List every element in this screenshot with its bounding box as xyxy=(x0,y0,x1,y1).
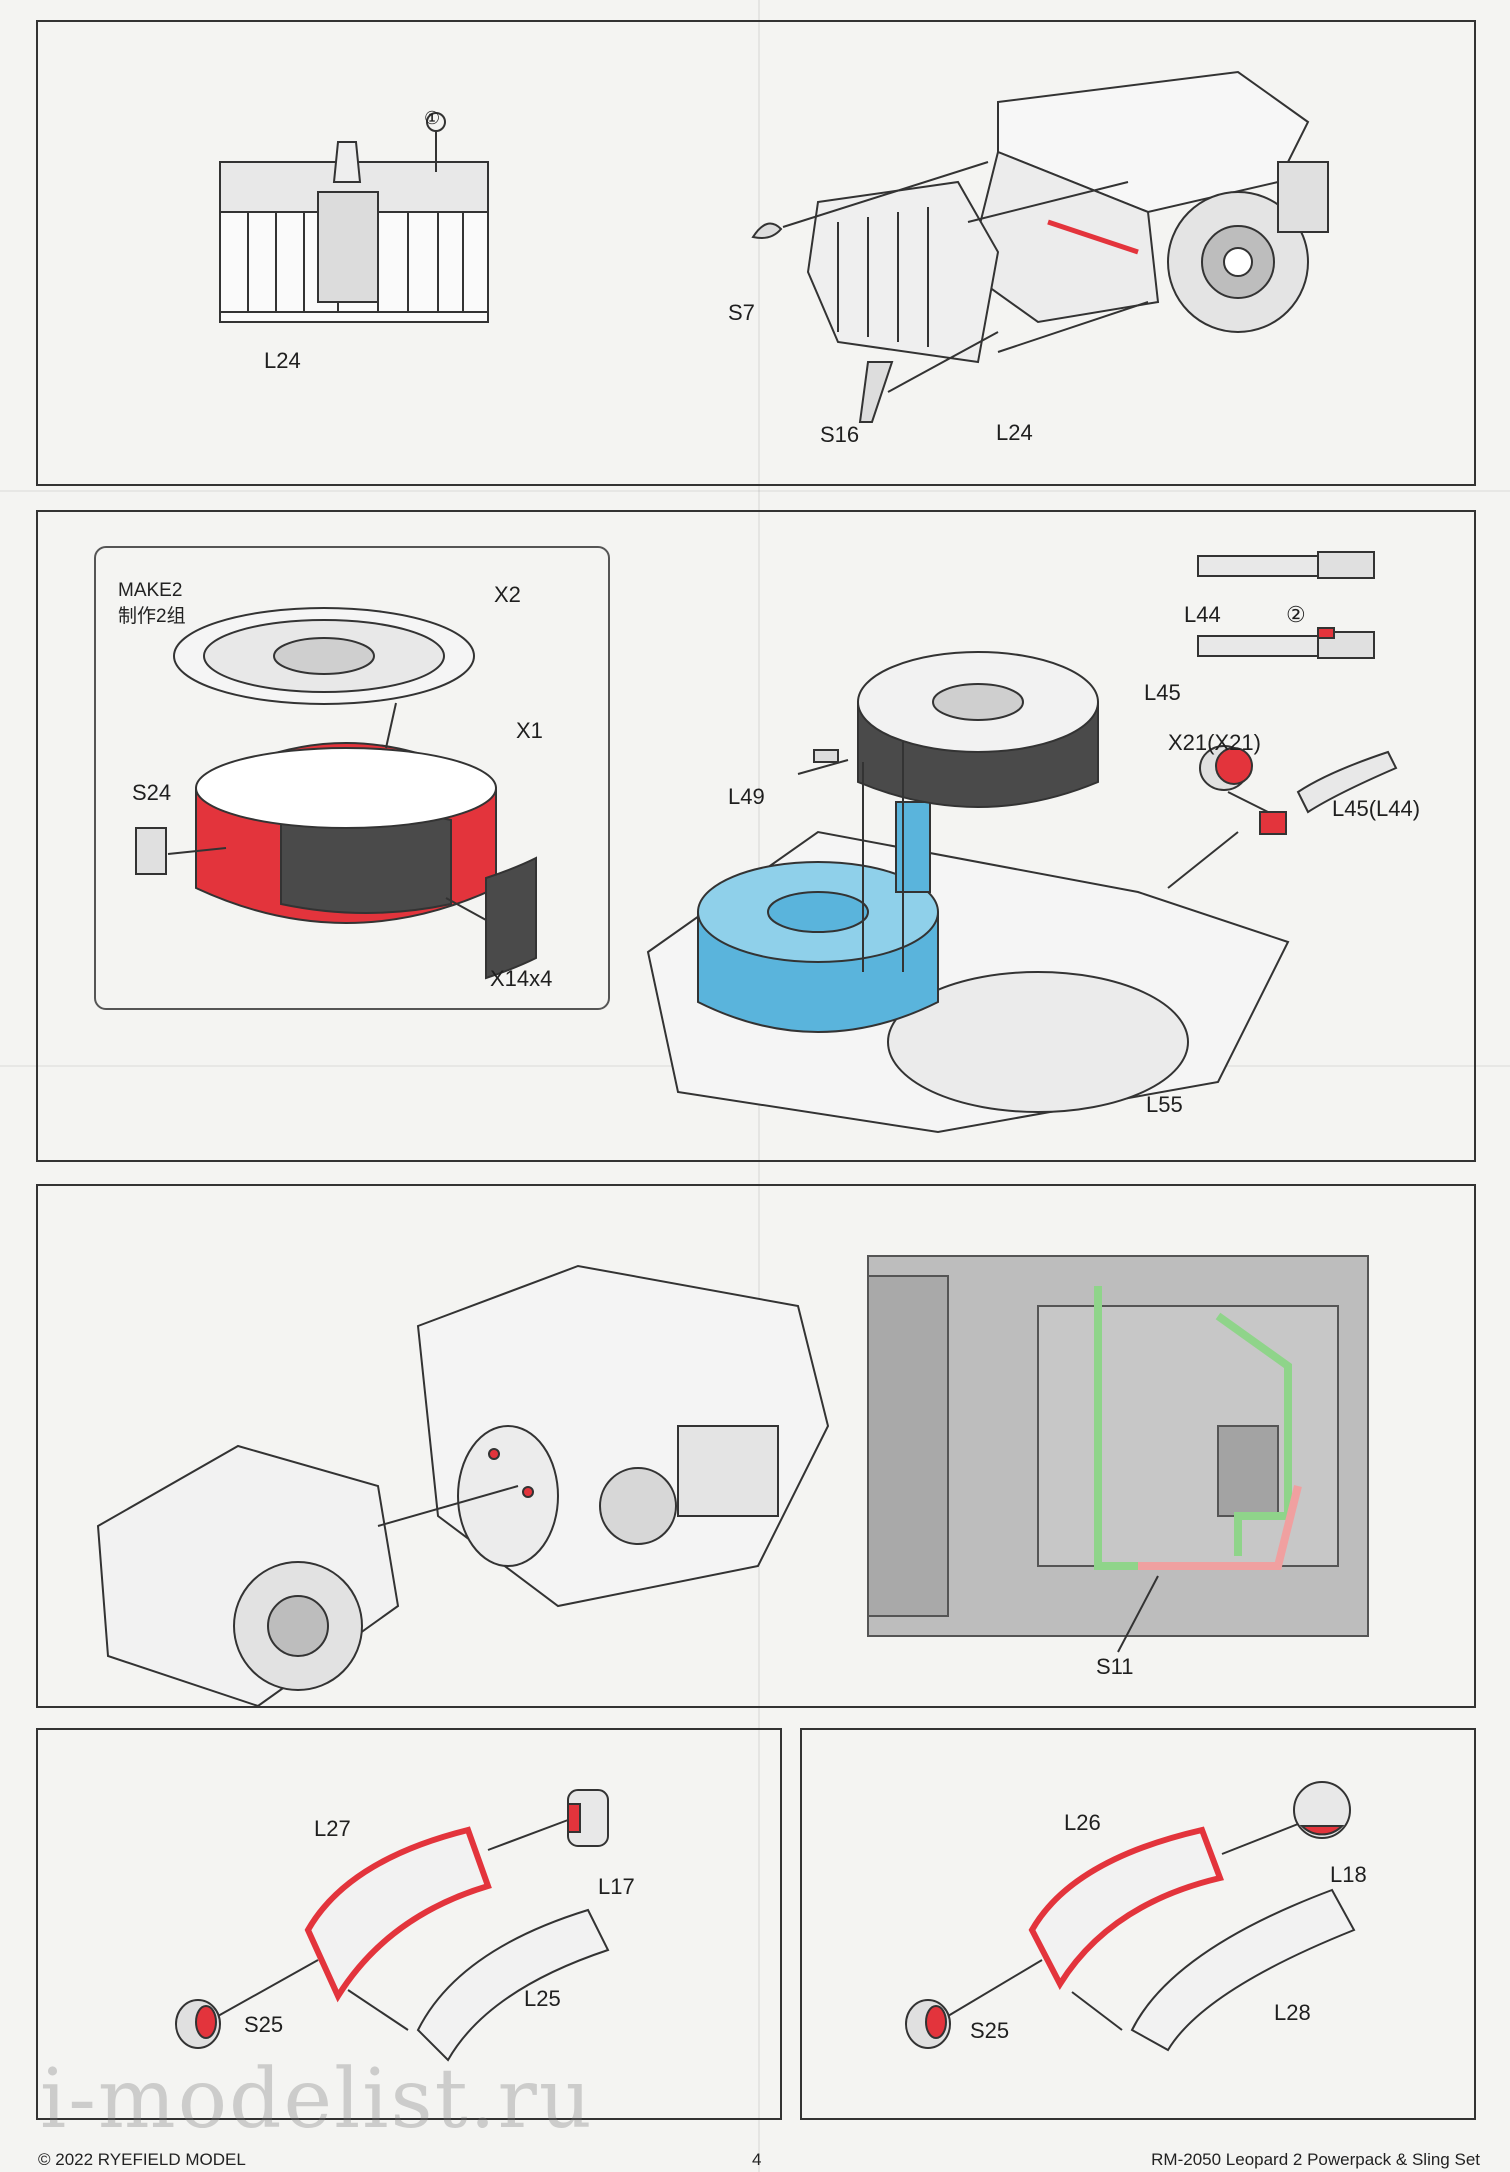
assembly-arrows xyxy=(947,1823,1299,2031)
part-x14 xyxy=(485,856,537,980)
assembly-step-3: S11 xyxy=(36,1184,1476,1708)
part-x1 xyxy=(195,742,497,924)
assembly-step-4: L27 L17 S25 L25 xyxy=(36,1728,782,2120)
part-l28 xyxy=(1130,1888,1356,2052)
step-1-drawing xyxy=(219,70,1329,423)
step-4-drawing xyxy=(175,1789,610,2062)
label-l45-l44: L45(L44) xyxy=(1332,796,1421,821)
make-quantity-note: MAKE2 xyxy=(118,580,183,601)
watermark: i-modelist.ru xyxy=(40,2052,594,2147)
step-2-drawing xyxy=(646,551,1398,1134)
part-l27 xyxy=(304,1826,492,2003)
footer-copyright: © 2022 RYEFIELD MODEL xyxy=(38,2150,246,2169)
label-s25: S25 xyxy=(244,2012,284,2037)
make-quantity-note-cn: 制作2组 xyxy=(118,606,186,627)
part-s16 xyxy=(858,361,894,423)
part-engine-block xyxy=(96,1444,400,1708)
label-l24: L24 xyxy=(996,420,1033,445)
part-x21 xyxy=(1199,745,1398,835)
part-l24-side xyxy=(806,180,1000,364)
label-l45: L45 xyxy=(1144,680,1181,705)
part-l25 xyxy=(416,1908,610,2062)
label-l25: L25 xyxy=(524,1986,561,2011)
label-l27: L27 xyxy=(314,1816,351,1841)
part-l17 xyxy=(567,1789,609,1847)
label-x21: X21(X21) xyxy=(1168,730,1261,755)
assembly-arrows xyxy=(797,742,1269,972)
footer-page-number: 4 xyxy=(752,2150,762,2169)
inset-drawing xyxy=(135,607,537,980)
part-l49 xyxy=(813,749,839,763)
marker-1: ① xyxy=(424,108,441,128)
part-s25 xyxy=(175,1999,221,2049)
assembly-step-2: MAKE2 制作2组 X2 X1 S24 X14x4 xyxy=(36,510,1476,1162)
part-l26 xyxy=(1028,1826,1225,1991)
label-s7: S7 xyxy=(728,300,755,325)
subassembly-inset: MAKE2 制作2组 X2 X1 S24 X14x4 xyxy=(94,546,610,1010)
label-l28: L28 xyxy=(1274,2000,1311,2025)
label-s16: S16 xyxy=(820,422,860,447)
label-s11: S11 xyxy=(1096,1654,1134,1679)
part-l18 xyxy=(1293,1781,1351,1839)
label-l49: L49 xyxy=(728,784,765,809)
assembly-step-1: L24 S7 S16 L24 ① xyxy=(36,20,1476,486)
step-5-drawing xyxy=(905,1781,1356,2052)
inset-arrows xyxy=(167,702,487,921)
part-air-filter-installed xyxy=(697,801,939,1033)
label-s25: S25 xyxy=(970,2018,1010,2043)
marker-2: ② xyxy=(1286,602,1306,627)
assembly-arrows xyxy=(217,1819,569,2031)
label-s24: S24 xyxy=(132,780,172,805)
part-s25 xyxy=(905,1999,951,2049)
label-x1: X1 xyxy=(516,718,543,743)
part-x2 xyxy=(173,607,475,705)
label-x2: X2 xyxy=(494,582,521,607)
callout-line xyxy=(1117,1575,1159,1653)
assembly-arrow xyxy=(377,1485,519,1527)
part-air-filter-loose xyxy=(857,651,1099,808)
label-l26: L26 xyxy=(1064,1810,1101,1835)
part-s7 xyxy=(751,222,783,239)
assembly-step-5: L26 L18 S25 L28 xyxy=(800,1728,1476,2120)
part-l44-l45 xyxy=(1197,551,1375,659)
label-x14: X14x4 xyxy=(490,966,553,991)
label-l24: L24 xyxy=(264,348,301,373)
step-3-drawing xyxy=(96,1255,1369,1708)
label-l17: L17 xyxy=(598,1874,635,1899)
part-s24 xyxy=(135,827,167,875)
label-l18: L18 xyxy=(1330,1862,1367,1887)
label-l55: L55 xyxy=(1146,1092,1183,1117)
part-powerpack-top-view xyxy=(867,1255,1369,1637)
paper-fold-horizontal xyxy=(0,490,1510,492)
part-transmission xyxy=(416,1264,830,1608)
part-powerpack-hull xyxy=(966,70,1329,333)
label-l44: L44 xyxy=(1184,602,1221,627)
assembly-arrows xyxy=(782,161,1149,393)
footer-product-title: RM-2050 Leopard 2 Powerpack & Sling Set xyxy=(1151,2150,1480,2169)
part-l24-front-view xyxy=(219,112,489,323)
